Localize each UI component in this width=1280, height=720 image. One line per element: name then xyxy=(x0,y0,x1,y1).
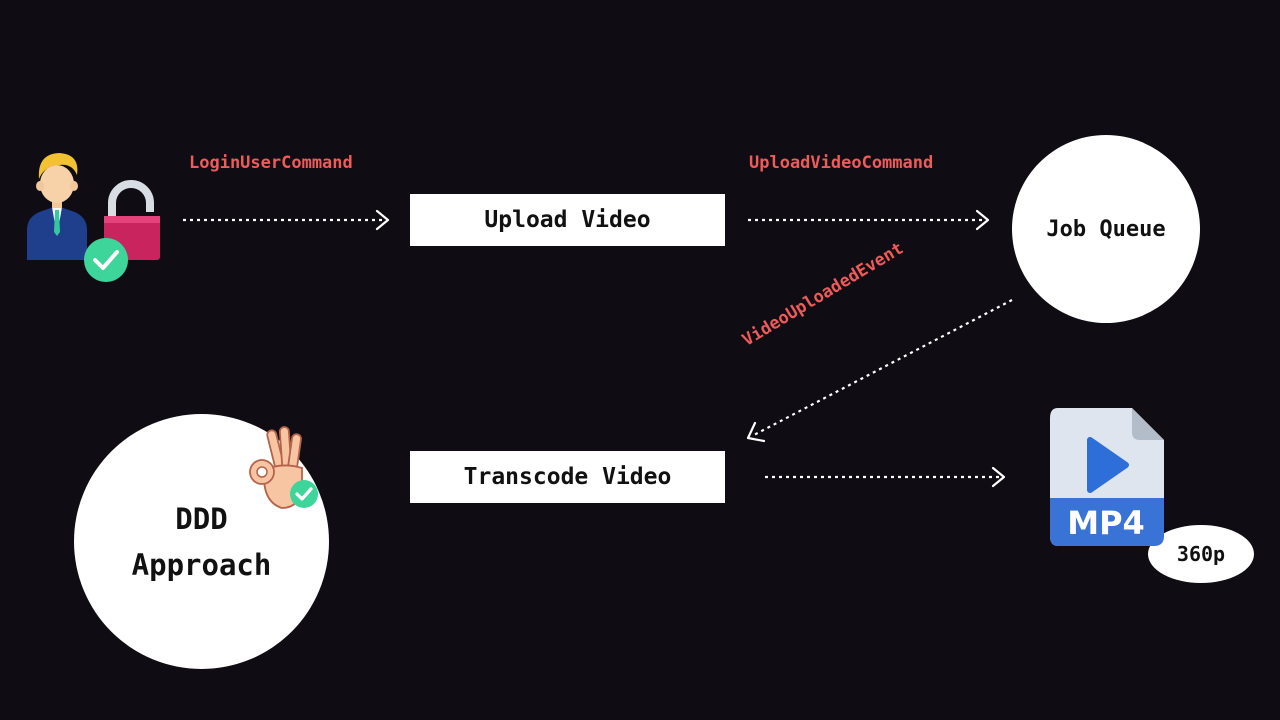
login-user-command-label: LoginUserCommand xyxy=(189,153,353,173)
approach-label: Approach xyxy=(131,547,272,582)
arrow-login-head xyxy=(375,209,390,231)
ddd-label: DDD xyxy=(175,501,228,536)
arrow-queue-head xyxy=(746,421,766,443)
user-unlocked-icon xyxy=(27,153,160,282)
resolution-label: 360p xyxy=(1176,542,1226,566)
resolution-badge: 360p xyxy=(1148,525,1254,583)
mp4-file-icon: MP4 xyxy=(1050,408,1164,546)
upload-video-box: Upload Video xyxy=(410,194,725,246)
transcode-video-label: Transcode Video xyxy=(463,464,672,490)
job-queue-node: Job Queue xyxy=(1012,135,1200,323)
arrow-transcode-head xyxy=(991,466,1006,488)
upload-video-command-label: UploadVideoCommand xyxy=(749,153,934,173)
job-queue-label: Job Queue xyxy=(1046,216,1166,242)
mp4-text: MP4 xyxy=(1067,504,1145,542)
arrow-upload-head xyxy=(975,209,990,231)
arrow-queue-to-transcode xyxy=(751,299,1013,437)
transcode-video-box: Transcode Video xyxy=(410,451,725,503)
upload-video-label: Upload Video xyxy=(484,207,651,233)
ok-hand-icon xyxy=(249,426,318,509)
